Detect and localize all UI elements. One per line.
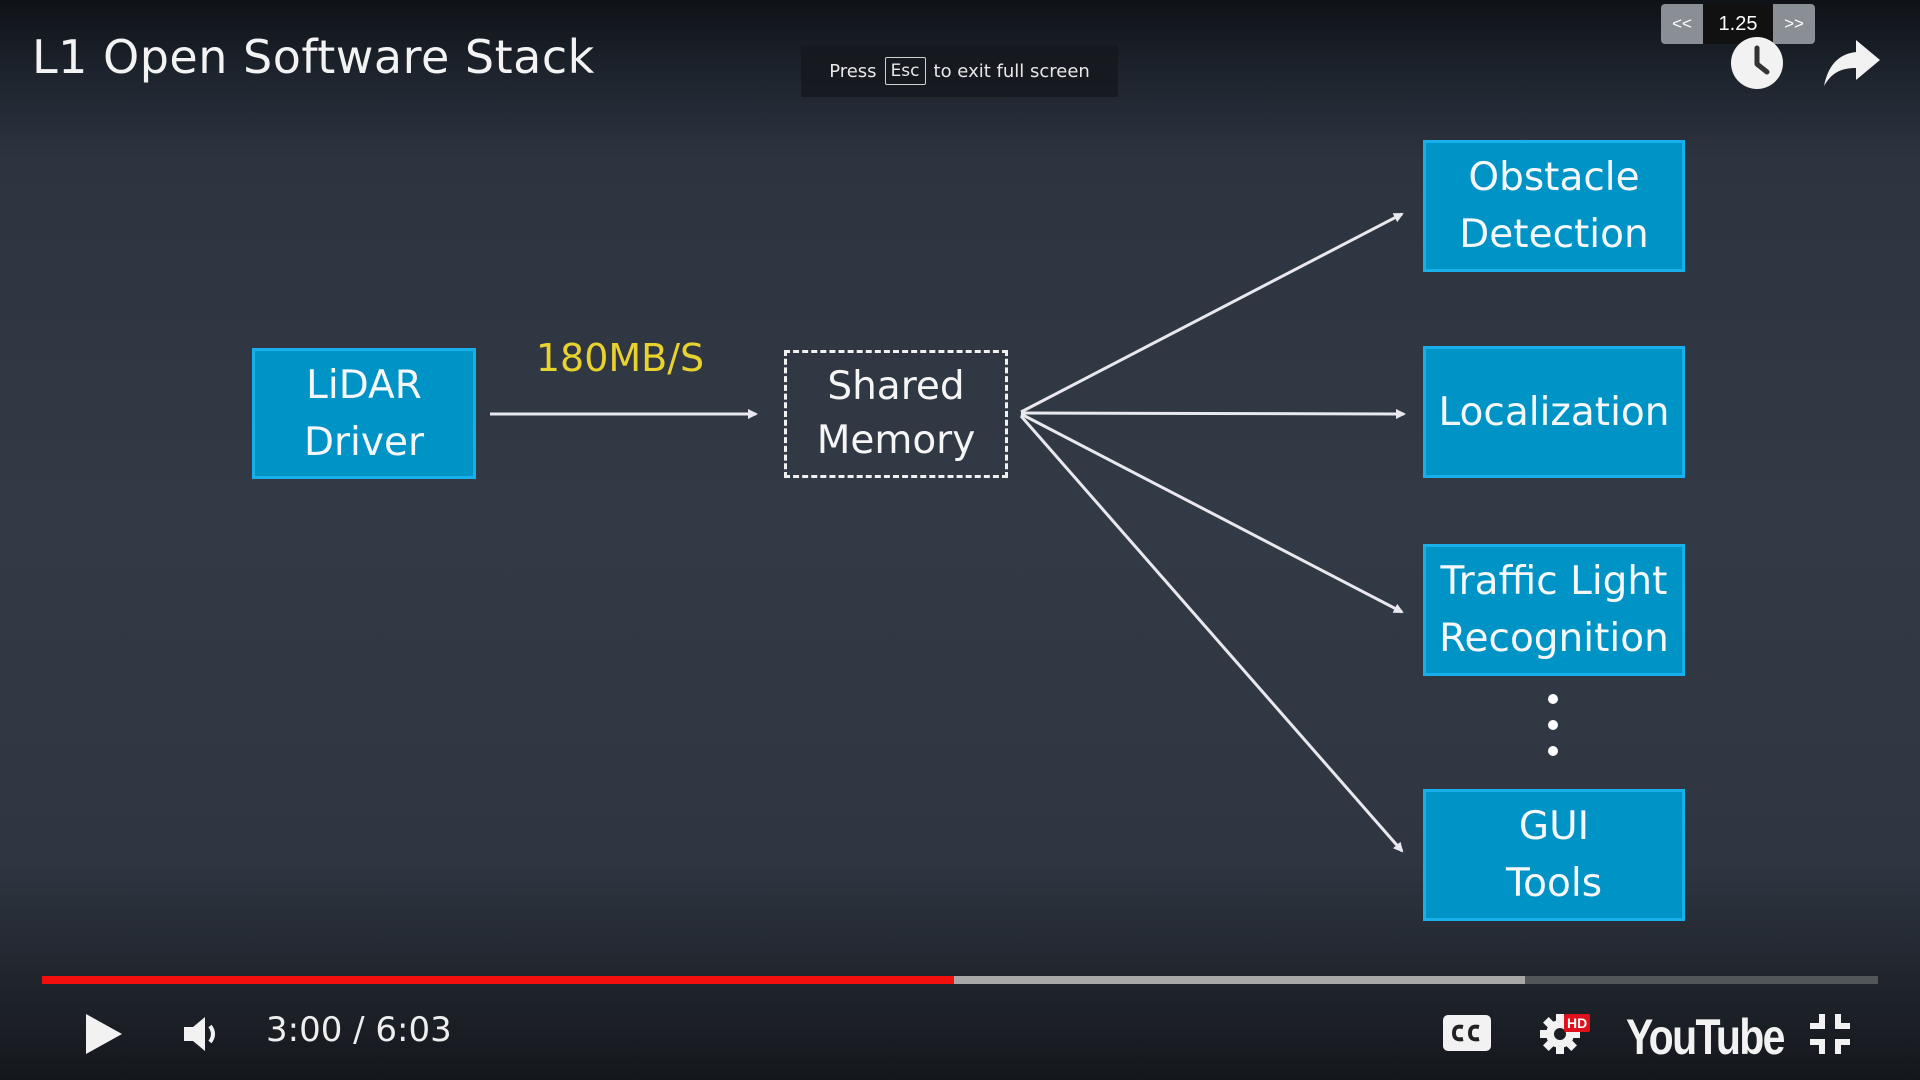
data-rate-label: 180MB/S	[535, 336, 705, 380]
progress-bar[interactable]	[42, 976, 1878, 984]
ellipsis-dots	[1548, 694, 1560, 772]
speed-increase-button[interactable]: >>	[1773, 4, 1815, 44]
clock-icon[interactable]	[1730, 36, 1784, 90]
node-label: LiDAR Driver	[303, 362, 424, 465]
play-icon[interactable]	[84, 1012, 124, 1056]
node-label: Obstacle Detection	[1459, 155, 1649, 257]
youtube-logo[interactable]: YouTube	[1626, 1009, 1785, 1065]
node-label: GUI Tools	[1505, 804, 1603, 906]
node-label: Shared Memory	[816, 364, 976, 463]
speed-decrease-button[interactable]: <<	[1661, 4, 1703, 44]
diagram-node-traffic-light-recognition: Traffic Light Recognition	[1423, 544, 1685, 676]
esc-key-label: Esc	[884, 57, 926, 85]
played-fill	[42, 976, 955, 984]
node-label: Traffic Light Recognition	[1439, 559, 1669, 661]
arrow-hub-to-gui-tools	[1019, 415, 1404, 853]
cc-icon[interactable]	[1442, 1014, 1492, 1052]
diagram-node-lidar-driver: LiDAR Driver	[252, 348, 476, 479]
exit-fullscreen-icon[interactable]	[1808, 1012, 1852, 1056]
toast-text-before: Press	[829, 60, 877, 82]
diagram-node-localization: Localization	[1423, 346, 1685, 478]
exit-fullscreen-toast: Press Esc to exit full screen	[801, 45, 1118, 97]
diagram-node-obstacle-detection: Obstacle Detection	[1423, 140, 1685, 272]
diagram-node-shared-memory: Shared Memory	[784, 350, 1008, 478]
hd-badge: HD	[1564, 1014, 1591, 1032]
time-display: 3:00 / 6:03	[266, 1010, 452, 1050]
toast-text-after: to exit full screen	[933, 60, 1090, 82]
volume-icon[interactable]	[182, 1014, 226, 1054]
arrow-hub-to-localization	[1020, 408, 1406, 419]
share-arrow-icon[interactable]	[1822, 36, 1882, 90]
playback-speed-control: << 1.25 >>	[1661, 4, 1815, 44]
arrow-hub-to-traffic-light	[1020, 412, 1404, 614]
node-label: Localization	[1438, 389, 1670, 435]
arrow-hub-to-obstacle	[1020, 212, 1404, 414]
video-title[interactable]: L1 Open Software Stack	[32, 30, 595, 84]
diagram-node-gui-tools: GUI Tools	[1423, 789, 1685, 921]
speed-value: 1.25	[1703, 4, 1773, 44]
